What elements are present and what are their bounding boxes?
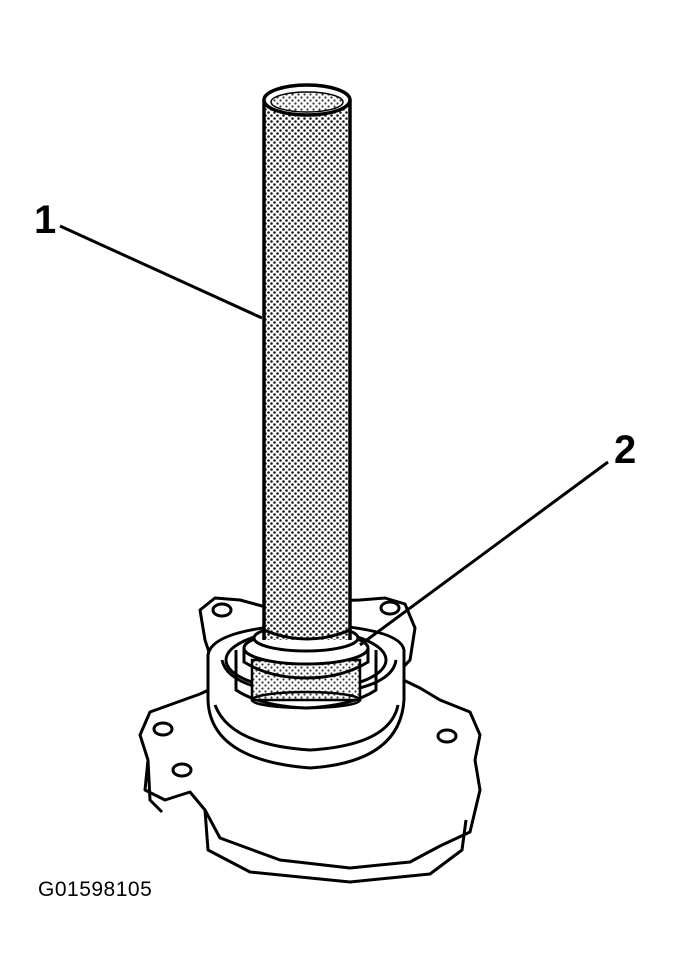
figure-id: G01598105 <box>38 878 153 901</box>
bolt-hole <box>211 602 233 618</box>
bolt-hole <box>436 728 458 744</box>
bolt-hole <box>379 600 401 616</box>
filter-screen-tube <box>262 83 352 641</box>
leader-line-1 <box>59 224 263 320</box>
bolt-hole <box>152 721 174 737</box>
bolt-hole <box>171 762 193 778</box>
callout-2: 2 <box>614 428 637 472</box>
leader-line-2 <box>359 460 609 647</box>
callout-1: 1 <box>34 198 57 242</box>
